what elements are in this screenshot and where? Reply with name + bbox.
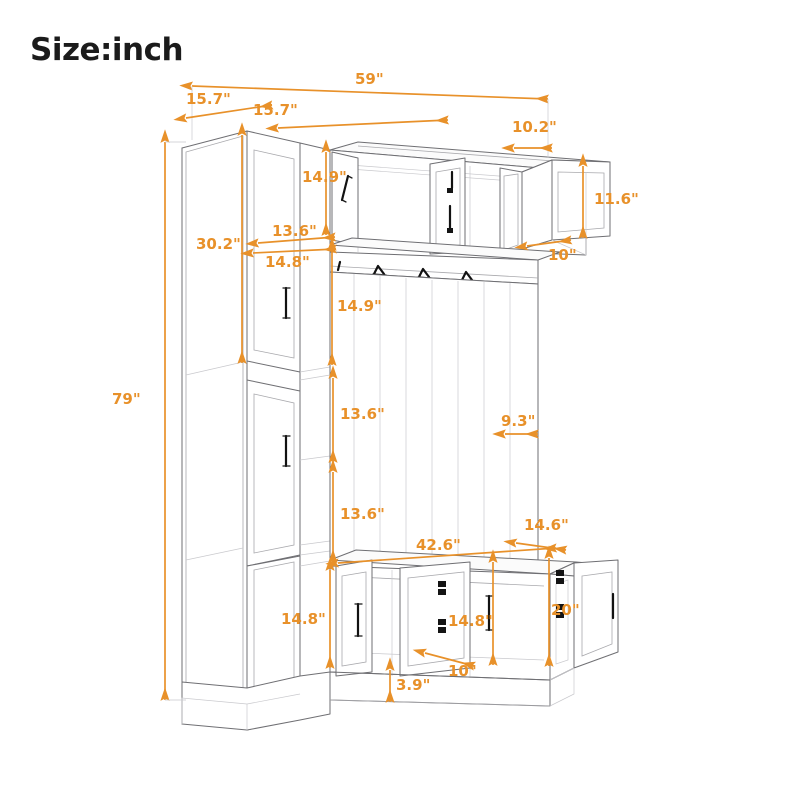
dim-label-mid-left-door-height: 14.9" <box>337 297 382 315</box>
dim-left-depth-2 <box>265 115 450 133</box>
upper-cabinet-door-middle[interactable] <box>429 157 466 255</box>
dim-overall-width <box>179 81 550 104</box>
dim-label-overall-width: 59" <box>355 70 384 88</box>
dim-label-left-tall-door-height: 30.2" <box>196 235 241 253</box>
dim-left-interior-width <box>240 244 338 258</box>
left-tall-cabinet <box>181 130 248 725</box>
upper-cabinet-door-left[interactable] <box>331 151 359 246</box>
dim-label-right-lower-depth: 14.6" <box>524 516 569 534</box>
dim-label-mid-shelf-height-2: 13.6" <box>340 505 385 523</box>
cabinet-body <box>181 130 619 731</box>
bench-door-left[interactable] <box>335 559 373 677</box>
dim-label-bench-door-height: 14.8" <box>448 612 493 630</box>
dim-left-door-width <box>245 232 337 248</box>
dimension-lines <box>160 81 588 703</box>
dim-bench-depth <box>412 648 476 671</box>
dim-label-right-upper-depth: 10.2" <box>512 118 557 136</box>
right-lower-door[interactable] <box>556 559 619 669</box>
dim-label-toe-kick-height: 3.9" <box>396 676 431 694</box>
dim-label-right-upper-height: 11.6" <box>594 190 639 208</box>
upper-cabinet-door-right[interactable] <box>499 167 523 257</box>
dim-right-upper-width <box>514 235 573 251</box>
dim-label-overall-height: 79" <box>112 390 141 408</box>
dim-left-depth <box>173 100 274 123</box>
dim-label-right-upper-width: 10" <box>548 246 577 264</box>
dim-label-left-cabinet-depth-2: 15.7" <box>253 101 298 119</box>
dim-label-right-lower-height: 20" <box>551 601 580 619</box>
dim-label-bench-depth: 10" <box>448 662 477 680</box>
dim-label-left-cabinet-depth: 15.7" <box>186 90 231 108</box>
base-toe-kick <box>181 667 575 731</box>
page-title: Size:inch <box>30 32 184 68</box>
dim-right-lower-depth <box>503 538 568 555</box>
dim-label-backboard-panel-width: 9.3" <box>501 412 536 430</box>
dim-label-left-door-width: 13.6" <box>272 222 317 240</box>
dim-label-mid-shelf-height-1: 13.6" <box>340 405 385 423</box>
dim-label-bench-width: 42.6" <box>416 536 461 554</box>
dim-label-left-interior-width: 14.8" <box>265 253 310 271</box>
dim-label-upper-door-height: 14.9" <box>302 168 347 186</box>
left-cabinet-door-middle[interactable] <box>246 379 301 567</box>
dim-label-bottom-left-door-height: 14.8" <box>281 610 326 628</box>
